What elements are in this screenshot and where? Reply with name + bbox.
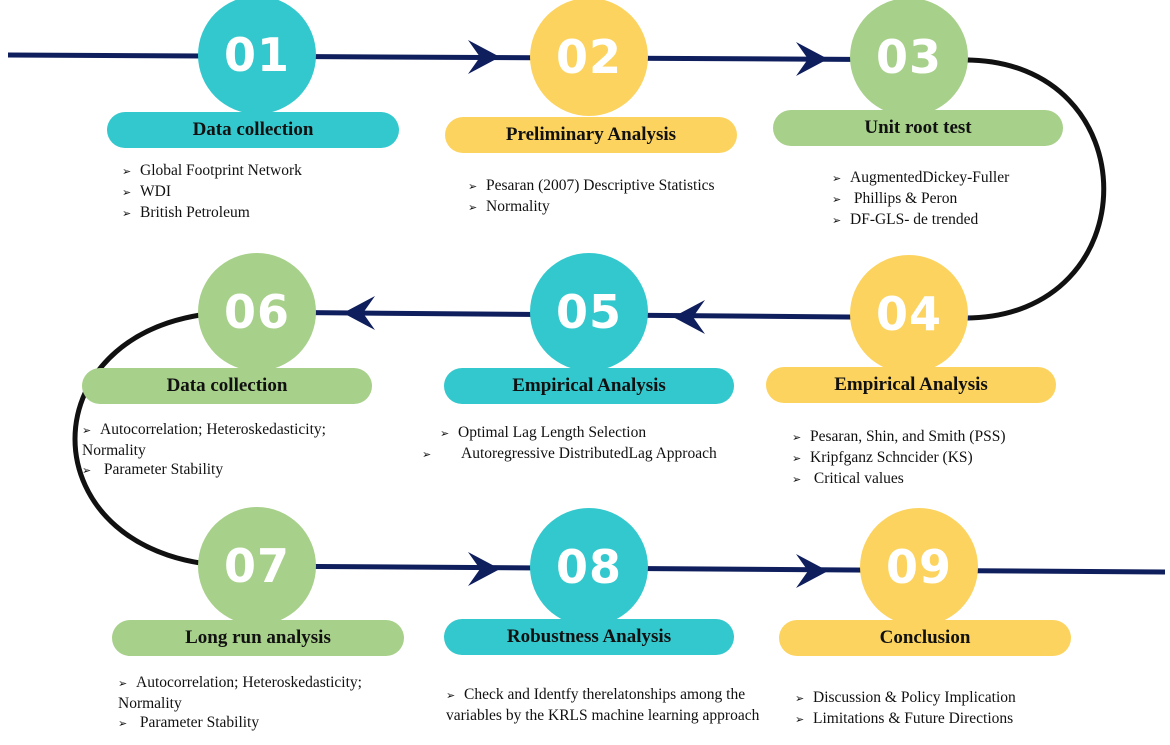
step-title: Data collection xyxy=(107,112,399,148)
step-items: ➢Autocorrelation; Heteroskedasticity; No… xyxy=(82,420,352,481)
step-number-circle: 05 xyxy=(530,253,648,371)
step-title: Empirical Analysis xyxy=(444,368,734,404)
list-item: ➢AugmentedDickey-Fuller xyxy=(832,168,1132,189)
step-number-circle: 09 xyxy=(860,508,978,626)
arrow-bullet-icon: ➢ xyxy=(122,208,132,220)
step-number-circle: 03 xyxy=(850,0,968,116)
list-item: ➢Discussion & Policy Implication xyxy=(795,688,1135,709)
list-item: ➢Pesaran (2007) Descriptive Statistics xyxy=(468,176,808,197)
step-number-circle: 07 xyxy=(198,507,316,625)
step-items: ➢Check and Identfy therelatonships among… xyxy=(446,685,766,725)
arrow-bullet-icon: ➢ xyxy=(792,474,802,486)
step-items: ➢Pesaran, Shin, and Smith (PSS) ➢Kripfga… xyxy=(792,427,1122,490)
arrow-bullet-icon: ➢ xyxy=(792,432,802,444)
arrow-bullet-icon: ➢ xyxy=(422,449,432,461)
list-item: ➢Global Footprint Network xyxy=(122,161,412,182)
arrow-bullet-icon: ➢ xyxy=(118,718,128,730)
step-number-circle: 02 xyxy=(530,0,648,116)
list-item: ➢British Petroleum xyxy=(122,203,412,224)
flow-curve-right xyxy=(964,57,1107,321)
arrowhead-left-2 xyxy=(343,296,375,330)
step-title: Long run analysis xyxy=(112,620,404,656)
flow-line-row-3 xyxy=(239,563,1166,575)
step-items: ➢Global Footprint Network ➢WDI ➢British … xyxy=(122,161,412,224)
step-number-circle: 04 xyxy=(850,255,968,373)
arrow-bullet-icon: ➢ xyxy=(122,187,132,199)
arrowhead-right-1 xyxy=(468,40,500,74)
list-item: ➢Kripfganz Schncider (KS) xyxy=(792,448,1122,469)
arrow-bullet-icon: ➢ xyxy=(832,194,842,206)
list-item: ➢ Parameter Stability xyxy=(82,460,352,481)
arrow-bullet-icon: ➢ xyxy=(832,173,842,185)
flow-curve-left xyxy=(72,309,241,569)
arrow-bullet-icon: ➢ xyxy=(122,166,132,178)
list-item: ➢Autocorrelation; Heteroskedasticity; No… xyxy=(82,421,326,459)
list-item: ➢ Parameter Stability xyxy=(118,713,388,734)
list-item: ➢ Critical values xyxy=(792,469,1122,490)
arrow-bullet-icon: ➢ xyxy=(468,181,478,193)
step-title: Robustness Analysis xyxy=(444,619,734,655)
step-items: ➢AugmentedDickey-Fuller ➢ Phillips & Per… xyxy=(832,168,1132,231)
list-item: ➢Pesaran, Shin, and Smith (PSS) xyxy=(792,427,1122,448)
step-items: ➢Pesaran (2007) Descriptive Statistics ➢… xyxy=(468,176,808,218)
step-number-circle: 08 xyxy=(530,508,648,626)
arrow-bullet-icon: ➢ xyxy=(795,693,805,705)
arrow-bullet-icon: ➢ xyxy=(118,678,128,690)
arrow-bullet-icon: ➢ xyxy=(792,453,802,465)
step-items: ➢Optimal Lag Length Selection ➢ Autoregr… xyxy=(422,423,750,465)
arrow-bullet-icon: ➢ xyxy=(82,425,92,437)
arrow-bullet-icon: ➢ xyxy=(82,465,92,477)
list-item: ➢ Phillips & Peron xyxy=(832,189,1132,210)
list-item: ➢ Autoregressive DistributedLag Approach xyxy=(422,444,750,465)
step-title: Unit root test xyxy=(773,110,1063,146)
arrowhead-right-2 xyxy=(796,42,828,76)
step-items: ➢Autocorrelation; Heteroskedasticity; No… xyxy=(118,673,388,734)
step-number-circle: 01 xyxy=(198,0,316,114)
list-item: ➢Normality xyxy=(468,197,808,218)
list-item: ➢DF-GLS- de trended xyxy=(832,210,1132,231)
step-title: Empirical Analysis xyxy=(766,367,1056,403)
arrowhead-left-1 xyxy=(673,300,705,334)
step-number-circle: 06 xyxy=(198,253,316,371)
arrowhead-right-3 xyxy=(468,552,500,586)
step-title: Conclusion xyxy=(779,620,1071,656)
arrowhead-right-4 xyxy=(796,554,828,588)
step-title: Preliminary Analysis xyxy=(445,117,737,153)
arrow-bullet-icon: ➢ xyxy=(440,428,450,440)
list-item: ➢WDI xyxy=(122,182,412,203)
list-item: ➢Optimal Lag Length Selection xyxy=(440,423,750,444)
list-item: ➢Limitations & Future Directions xyxy=(795,709,1135,730)
step-title: Data collection xyxy=(82,368,372,404)
arrow-bullet-icon: ➢ xyxy=(795,714,805,726)
arrow-bullet-icon: ➢ xyxy=(468,202,478,214)
arrow-bullet-icon: ➢ xyxy=(832,215,842,227)
list-item: ➢Check and Identfy therelatonships among… xyxy=(446,686,760,724)
arrow-bullet-icon: ➢ xyxy=(446,690,456,702)
step-items: ➢Discussion & Policy Implication ➢Limita… xyxy=(795,688,1135,730)
list-item: ➢Autocorrelation; Heteroskedasticity; No… xyxy=(118,674,362,712)
